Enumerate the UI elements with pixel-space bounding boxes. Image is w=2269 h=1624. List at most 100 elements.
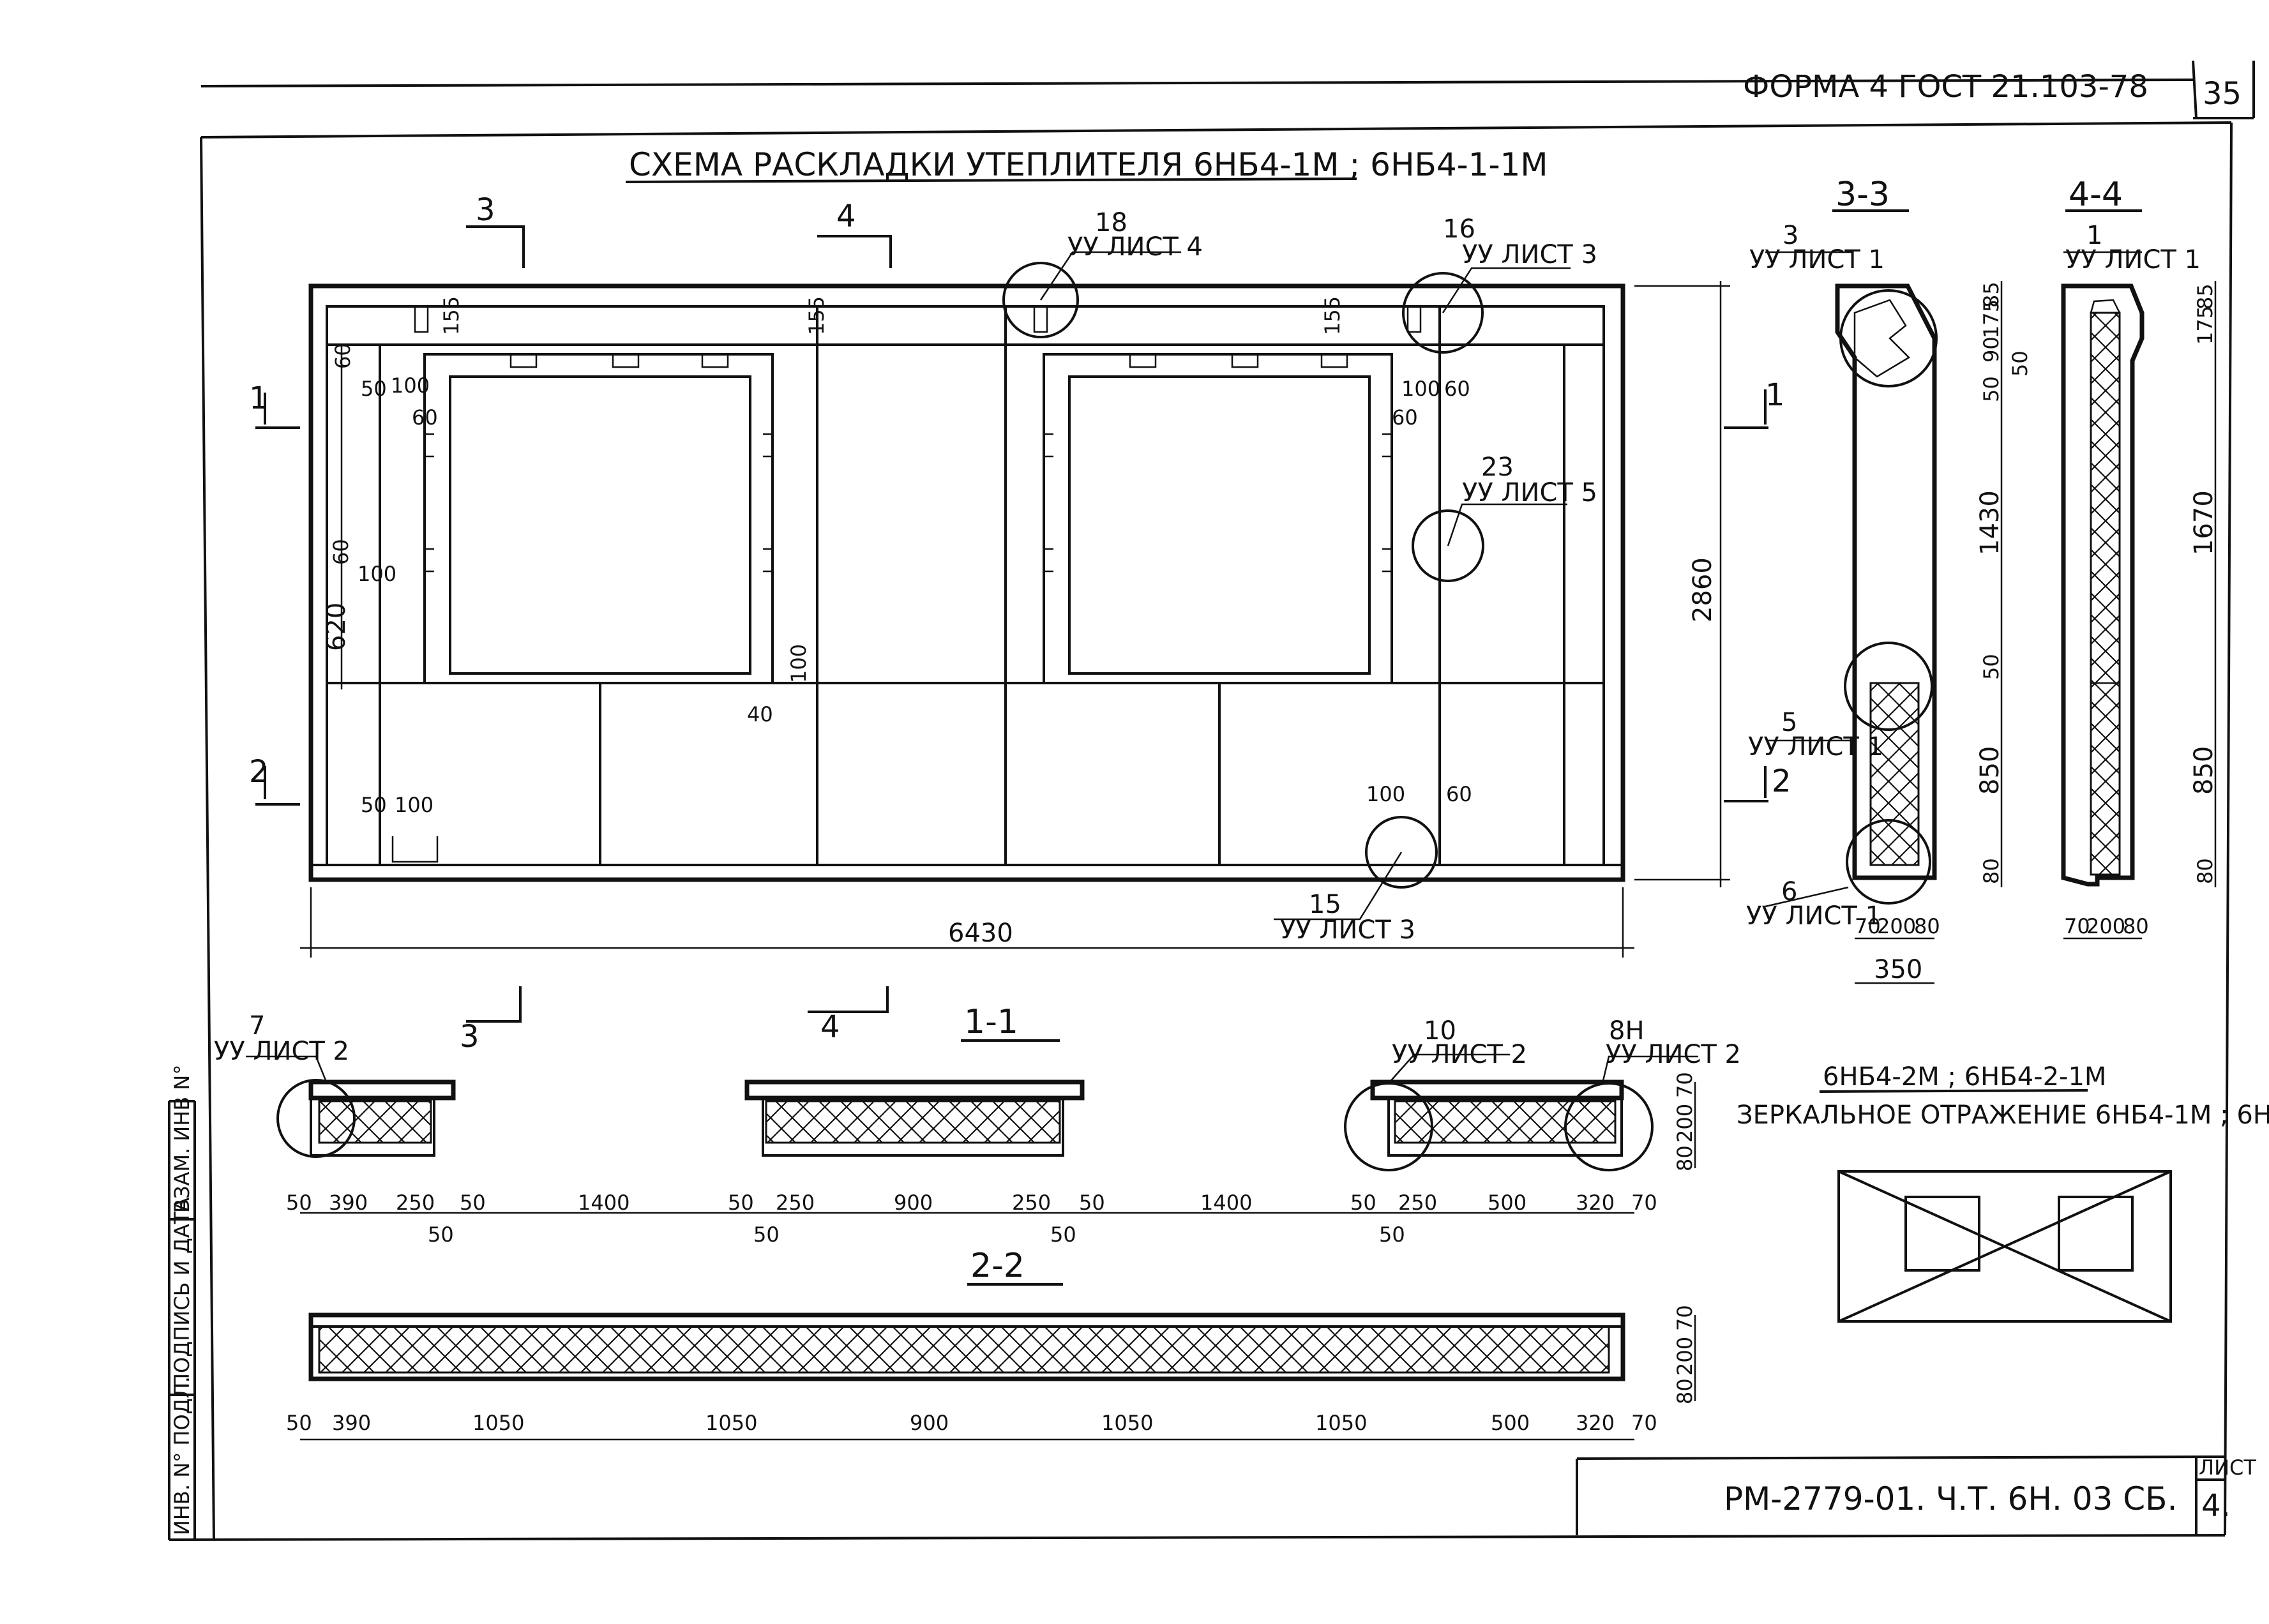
s11-r80: 80 (1673, 1145, 1697, 1171)
s11-d6: 250 (776, 1191, 815, 1215)
s44-bottom-200: 200 (2086, 914, 2125, 938)
elevation-callouts (1002, 251, 1571, 921)
dim-2860: 2860 (1688, 557, 1717, 622)
s11-d13: 500 (1488, 1191, 1526, 1215)
s11-d0: 50 (286, 1191, 312, 1215)
cut-3-top: 3 (476, 192, 495, 228)
dim-40: 40 (747, 702, 773, 726)
cut-4-bottom: 4 (820, 1009, 840, 1045)
s44-dim-80: 80 (2193, 858, 2217, 884)
s11-u1: 50 (753, 1222, 780, 1247)
mirror-diagram (1837, 1170, 2172, 1323)
s11-callout-7-ref: УУ ЛИСТ 2 (214, 1037, 349, 1066)
section-11-title: 1-1 (964, 1003, 1018, 1041)
section-22-drawing (300, 1312, 1696, 1441)
s22-d5: 1050 (1101, 1411, 1153, 1435)
sheet-number: 4. (2201, 1488, 2231, 1524)
s11-d3: 50 (460, 1191, 486, 1215)
section-44-callout-1-ref: УУ ЛИСТ 1 (2065, 245, 2201, 274)
mirror-subtitle: ЗЕРКАЛЬНОЕ ОТРАЖЕНИЕ 6НБ4-1М ; 6НБ4-1-1М (1737, 1101, 2269, 1130)
strip-inv-label: ИНВ. N° ПОДЛ. (170, 1376, 194, 1535)
s11-d10: 1400 (1200, 1191, 1252, 1215)
dim-100-bottom: 100 (395, 793, 433, 817)
s11-d4: 1400 (578, 1191, 629, 1215)
s22-d3: 1050 (705, 1411, 757, 1435)
dim-50-bottom: 50 (361, 793, 387, 817)
section-44-drawing (2061, 251, 2217, 940)
s11-u0: 50 (428, 1222, 454, 1247)
s11-u2: 50 (1050, 1222, 1076, 1247)
s11-d11: 50 (1350, 1191, 1376, 1215)
s33-dim-50-b: 50 (2008, 350, 2032, 377)
callout-15-ref: УУ ЛИСТ 3 (1280, 915, 1415, 945)
dim-50-top: 50 (361, 377, 387, 401)
section-33-title: 3-3 (1836, 176, 1890, 214)
s33-dim-50-a: 50 (1979, 376, 2003, 402)
s22-r70: 70 (1673, 1305, 1697, 1331)
s44-dim-85: 85 (2193, 283, 2217, 310)
s33-cut-1: 1 (1765, 377, 1785, 413)
s11-d14: 320 (1576, 1191, 1615, 1215)
s11-d9: 50 (1079, 1191, 1105, 1215)
cut-1-left: 1 (249, 380, 269, 416)
s33-dim-50-c: 50 (1979, 654, 2003, 680)
section-33-callout-6-ref: УУ ЛИСТ 1 (1746, 901, 1881, 931)
callout-18-num: 18 (1095, 208, 1127, 237)
form-label: ФОРМА 4 ГОСТ 21.103-78 (1743, 69, 2148, 105)
section-33-callout-3-num: 3 (1783, 221, 1798, 250)
s33-dim-1430: 1430 (1975, 490, 2005, 555)
dim-100-br: 100 (1366, 782, 1405, 806)
s22-d6: 1050 (1315, 1411, 1367, 1435)
s11-callout-8n-ref: УУ ЛИСТ 2 (1606, 1040, 1741, 1069)
section-33-callout-3-ref: УУ ЛИСТ 1 (1749, 245, 1885, 274)
callout-23-num: 23 (1481, 453, 1514, 482)
dim-60-right-a: 60 (1444, 377, 1470, 401)
s22-d8: 320 (1576, 1411, 1615, 1435)
s44-dim-850: 850 (2189, 746, 2219, 795)
section-33-drawing (1765, 251, 2003, 984)
callout-16-ref: УУ ЛИСТ 3 (1462, 240, 1597, 269)
panel-elevation (308, 283, 1625, 882)
s22-d2: 1050 (472, 1411, 524, 1435)
title-block (1576, 1455, 2226, 1535)
s33-total-350: 350 (1874, 955, 1922, 984)
cut-2-left: 2 (249, 754, 269, 790)
strip-vzam-label: ВЗАМ. ИНВ N° (170, 1065, 194, 1213)
s11-d7: 900 (894, 1191, 933, 1215)
section-22-title: 2-2 (970, 1247, 1025, 1285)
callout-15-num: 15 (1309, 890, 1341, 919)
dim-620: 620 (322, 603, 351, 651)
callout-16-num: 16 (1443, 214, 1475, 244)
drawing-title: СХЕМА РАСКЛАДКИ УТЕПЛИТЕЛЯ 6НБ4-1М ; 6НБ… (629, 146, 1548, 183)
s44-bottom-80: 80 (2123, 914, 2149, 938)
strip-sign-label: ПОДПИСЬ И ДАТА (170, 1198, 194, 1388)
section-11-drawing (246, 1053, 1698, 1214)
s11-d1: 390 (329, 1191, 368, 1215)
s33-dim-85: 85 (1979, 282, 2003, 308)
dim-100-right: 100 (1401, 377, 1440, 401)
page-number: 35 (2203, 76, 2242, 112)
s11-d2: 250 (396, 1191, 435, 1215)
side-strip (168, 1100, 196, 1540)
s22-r80: 80 (1673, 1378, 1697, 1404)
section-33-callout-5-ref: УУ ЛИСТ 1 (1748, 732, 1883, 762)
s44-dim-1670: 1670 (2189, 490, 2219, 555)
s11-d12: 250 (1398, 1191, 1437, 1215)
s11-bottom-dims: 50 390 250 50 1400 50 250 900 250 50 140… (286, 1191, 1657, 1247)
s11-d8: 250 (1012, 1191, 1051, 1215)
s11-r200: 200 (1673, 1104, 1697, 1143)
s33-bottom-80: 80 (1914, 914, 1940, 938)
drawing-code: РМ-2779-01. Ч.Т. 6Н. 03 СБ. (1724, 1480, 2177, 1517)
s33-dim-850: 850 (1975, 746, 2005, 795)
s33-dim-90: 90 (1979, 336, 2003, 363)
dim-60-br: 60 (1446, 782, 1472, 806)
section-33-callout-5-num: 5 (1781, 708, 1797, 737)
s11-d15: 70 (1631, 1191, 1657, 1215)
s11-callout-7-num: 7 (249, 1011, 265, 1041)
callout-23-ref: УУ ЛИСТ 5 (1462, 478, 1597, 508)
dim-155-c: 155 (1320, 296, 1345, 335)
s33-cut-2: 2 (1772, 763, 1791, 799)
callout-18-ref: УУ ЛИСТ 4 (1067, 232, 1203, 262)
dim-100-mid: 100 (358, 562, 396, 586)
